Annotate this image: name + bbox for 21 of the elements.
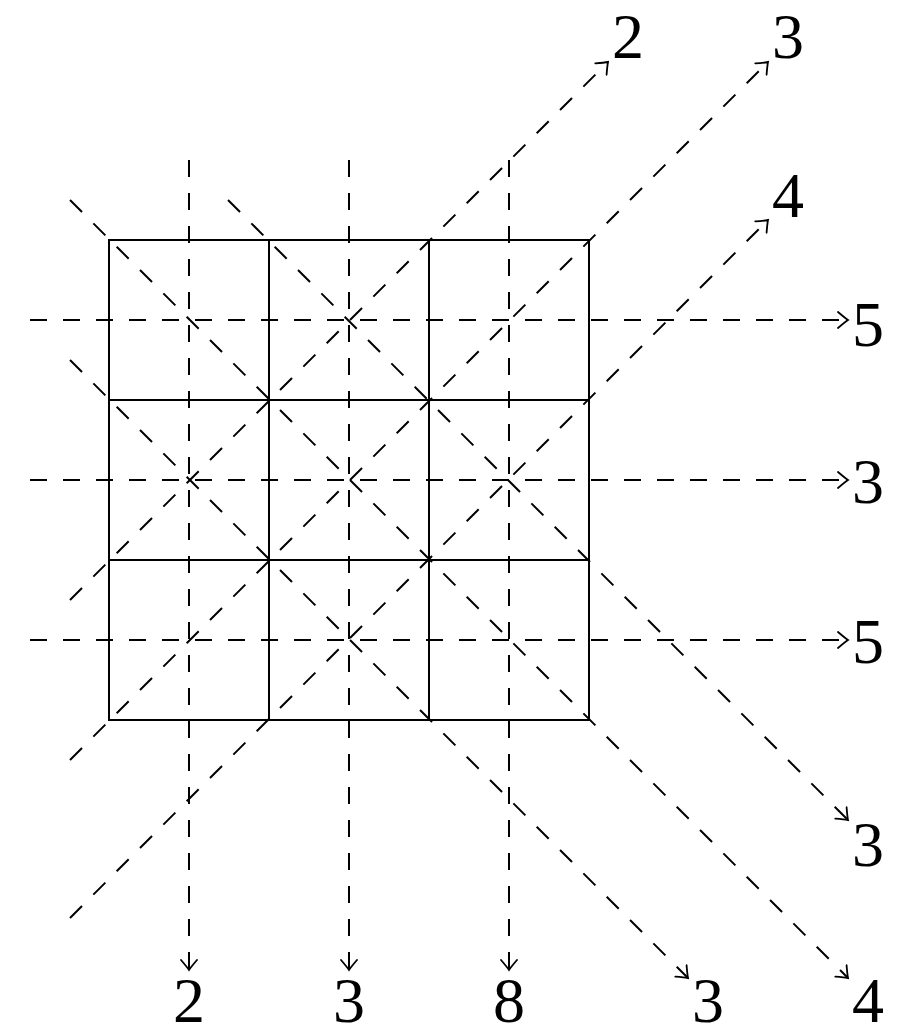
grid-cell [428, 559, 590, 721]
number-label: 8 [489, 970, 529, 1032]
grid-cell [108, 399, 268, 559]
number-label: 5 [848, 611, 888, 673]
number-label: 3 [848, 814, 888, 876]
grid-cell [108, 239, 268, 399]
grid-cell [268, 559, 428, 721]
number-label: 2 [608, 6, 648, 68]
grid-cell [428, 399, 590, 559]
number-label: 3 [768, 6, 808, 68]
number-label: 2 [169, 970, 209, 1032]
number-label: 3 [848, 451, 888, 513]
number-label: 4 [848, 970, 888, 1032]
number-label: 3 [688, 970, 728, 1032]
grid-cell [268, 399, 428, 559]
number-label: 5 [848, 294, 888, 356]
grid-cell [428, 239, 590, 399]
number-label: 4 [768, 165, 808, 227]
grid-cell [108, 559, 268, 721]
number-label: 3 [329, 970, 369, 1032]
grid-cell [268, 239, 428, 399]
